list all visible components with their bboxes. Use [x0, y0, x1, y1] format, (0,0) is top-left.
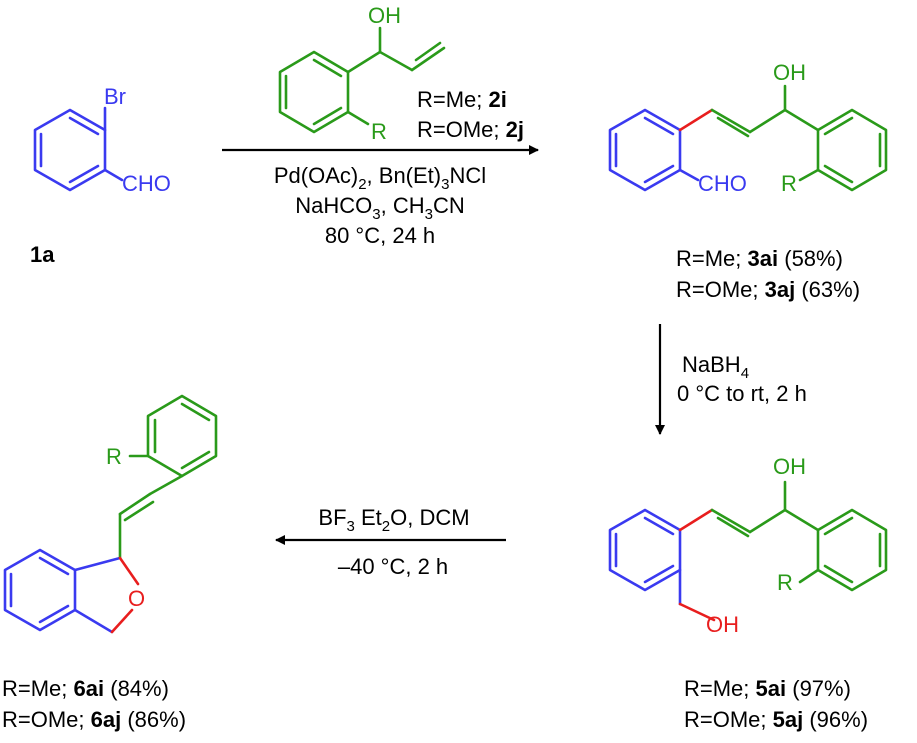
compound-5ai-id: 5ai [756, 676, 787, 701]
benzene-ring-6-aryl [118, 394, 218, 522]
step1-condition-line2: NaHCO3, CH3CN [295, 193, 464, 223]
step1-c1b: , Bn(Et) [367, 163, 442, 188]
step3-condition-line1: BF3 Et2O, DCM [318, 505, 469, 535]
step1-c2c: CN [433, 193, 465, 218]
compound-6ai-yield: (84%) [104, 676, 169, 701]
compound-6ai-prefix: R=Me; [2, 676, 74, 701]
compound-6ai-line: R=Me; 6ai (84%) [2, 676, 169, 701]
step3-c1-sub2: 2 [382, 518, 390, 535]
r-group-label-3: R [781, 171, 797, 196]
benzylic-co-bond-5 [678, 602, 716, 622]
reagent-2i-id: 2i [489, 87, 507, 112]
step3-c1c: O, DCM [390, 505, 469, 530]
compound-3ai-prefix: R=Me; [676, 246, 748, 271]
reagent-2: OH R R=Me; 2i R=OMe; 2j [278, 3, 524, 144]
benzene-ring-5-aryl [798, 508, 888, 592]
hydroxyl-label-5-top: OH [773, 454, 806, 479]
benzene-ring-6-fused [3, 548, 122, 634]
compound-3: OH CHO R R=Me; 3ai (58%) R=OMe; 3aj (63%… [608, 60, 888, 302]
benzene-ring-1a [33, 106, 124, 192]
allyl-alcohol-chain-3 [710, 84, 820, 138]
step3-c1b: Et [355, 505, 382, 530]
aldehyde-label-3: CHO [698, 171, 747, 196]
r-group-label-6: R [106, 444, 122, 469]
reagent-2j-id: 2j [506, 117, 524, 142]
compound-3aj-yield: (63%) [795, 277, 860, 302]
step3-condition-line2: –40 °C, 2 h [338, 554, 448, 579]
step2-condition-line2: 0 °C to rt, 2 h [677, 381, 807, 406]
step2-condition-line1: NaBH4 [682, 352, 749, 382]
dihydrofuran-oxygen-bonds [110, 556, 140, 634]
allyl-alcohol-chain-5 [710, 480, 820, 538]
hydroxyl-label-2: OH [368, 3, 401, 28]
compound-5ai-prefix: R=Me; [684, 676, 756, 701]
step2-c1a: NaBH [682, 352, 741, 377]
compound-5aj-yield: (96%) [803, 707, 868, 732]
compound-5ai-yield: (97%) [786, 676, 851, 701]
step1-c2-sub2: 3 [425, 206, 433, 223]
compound-6aj-id: 6aj [91, 707, 122, 732]
hydroxyl-label-5-bottom: OH [706, 612, 739, 637]
step1-c1-sub: 2 [358, 176, 366, 193]
benzene-ring-5-benzyl [608, 508, 682, 606]
compound-5: OH OH R R=Me; 5ai (97%) R=OMe; 5aj (96%) [608, 454, 888, 732]
step2-c1-sub: 4 [741, 365, 749, 382]
benzene-ring-2 [278, 26, 446, 134]
step1-c2a: NaHCO [295, 193, 372, 218]
compound-3ai-yield: (58%) [778, 246, 843, 271]
step3-c1a: BF [318, 505, 346, 530]
step1-c1a: Pd(OAc) [274, 163, 358, 188]
compound-1a: Br CHO 1a [30, 84, 171, 267]
compound-5aj-line: R=OMe; 5aj (96%) [684, 707, 868, 732]
aldehyde-label-1a: CHO [122, 171, 171, 196]
r-group-label-5: R [777, 570, 793, 595]
new-cc-bond-5 [678, 508, 714, 532]
step1-c1c: NCl [449, 163, 486, 188]
compound-3aj-line: R=OMe; 3aj (63%) [676, 277, 860, 302]
compound-3ai-line: R=Me; 3ai (58%) [676, 246, 843, 271]
step3-c1-sub: 3 [347, 518, 355, 535]
compound-6aj-prefix: R=OMe; [2, 707, 91, 732]
compound-3aj-prefix: R=OMe; [676, 277, 765, 302]
reagent-2i-prefix: R=Me; [417, 87, 489, 112]
compound-3aj-id: 3aj [765, 277, 796, 302]
step1-condition-line3: 80 °C, 24 h [325, 223, 435, 248]
benzene-ring-3-aryl [798, 108, 888, 192]
benzene-ring-3-aldehyde [608, 108, 700, 192]
compound-id-1a: 1a [30, 242, 55, 267]
compound-6ai-id: 6ai [74, 676, 105, 701]
step1-c2-sub: 3 [372, 206, 380, 223]
compound-6aj-line: R=OMe; 6aj (86%) [2, 707, 186, 732]
new-cc-bond-3 [678, 108, 714, 132]
compound-5ai-line: R=Me; 5ai (97%) [684, 676, 851, 701]
step1-c2b: , CH [381, 193, 425, 218]
compound-5aj-prefix: R=OMe; [684, 707, 773, 732]
step1-c1-sub2: 3 [441, 176, 449, 193]
bromo-label: Br [104, 84, 126, 109]
compound-6aj-yield: (86%) [121, 707, 186, 732]
oxygen-label-6: O [128, 586, 145, 611]
step1-condition-line1: Pd(OAc)2, Bn(Et)3NCl [274, 163, 486, 193]
compound-3ai-id: 3ai [748, 246, 779, 271]
hydroxyl-label-3: OH [773, 60, 806, 85]
reagent-2j-prefix: R=OMe; [417, 117, 506, 142]
compound-5aj-id: 5aj [773, 707, 804, 732]
reagent-2i-line: R=Me; 2i [417, 87, 507, 112]
reagent-2j-line: R=OMe; 2j [417, 117, 524, 142]
r-group-label-2: R [371, 119, 387, 144]
compound-6: R O R=Me; 6ai (84%) R=OMe; 6aj (86%) [2, 394, 218, 732]
